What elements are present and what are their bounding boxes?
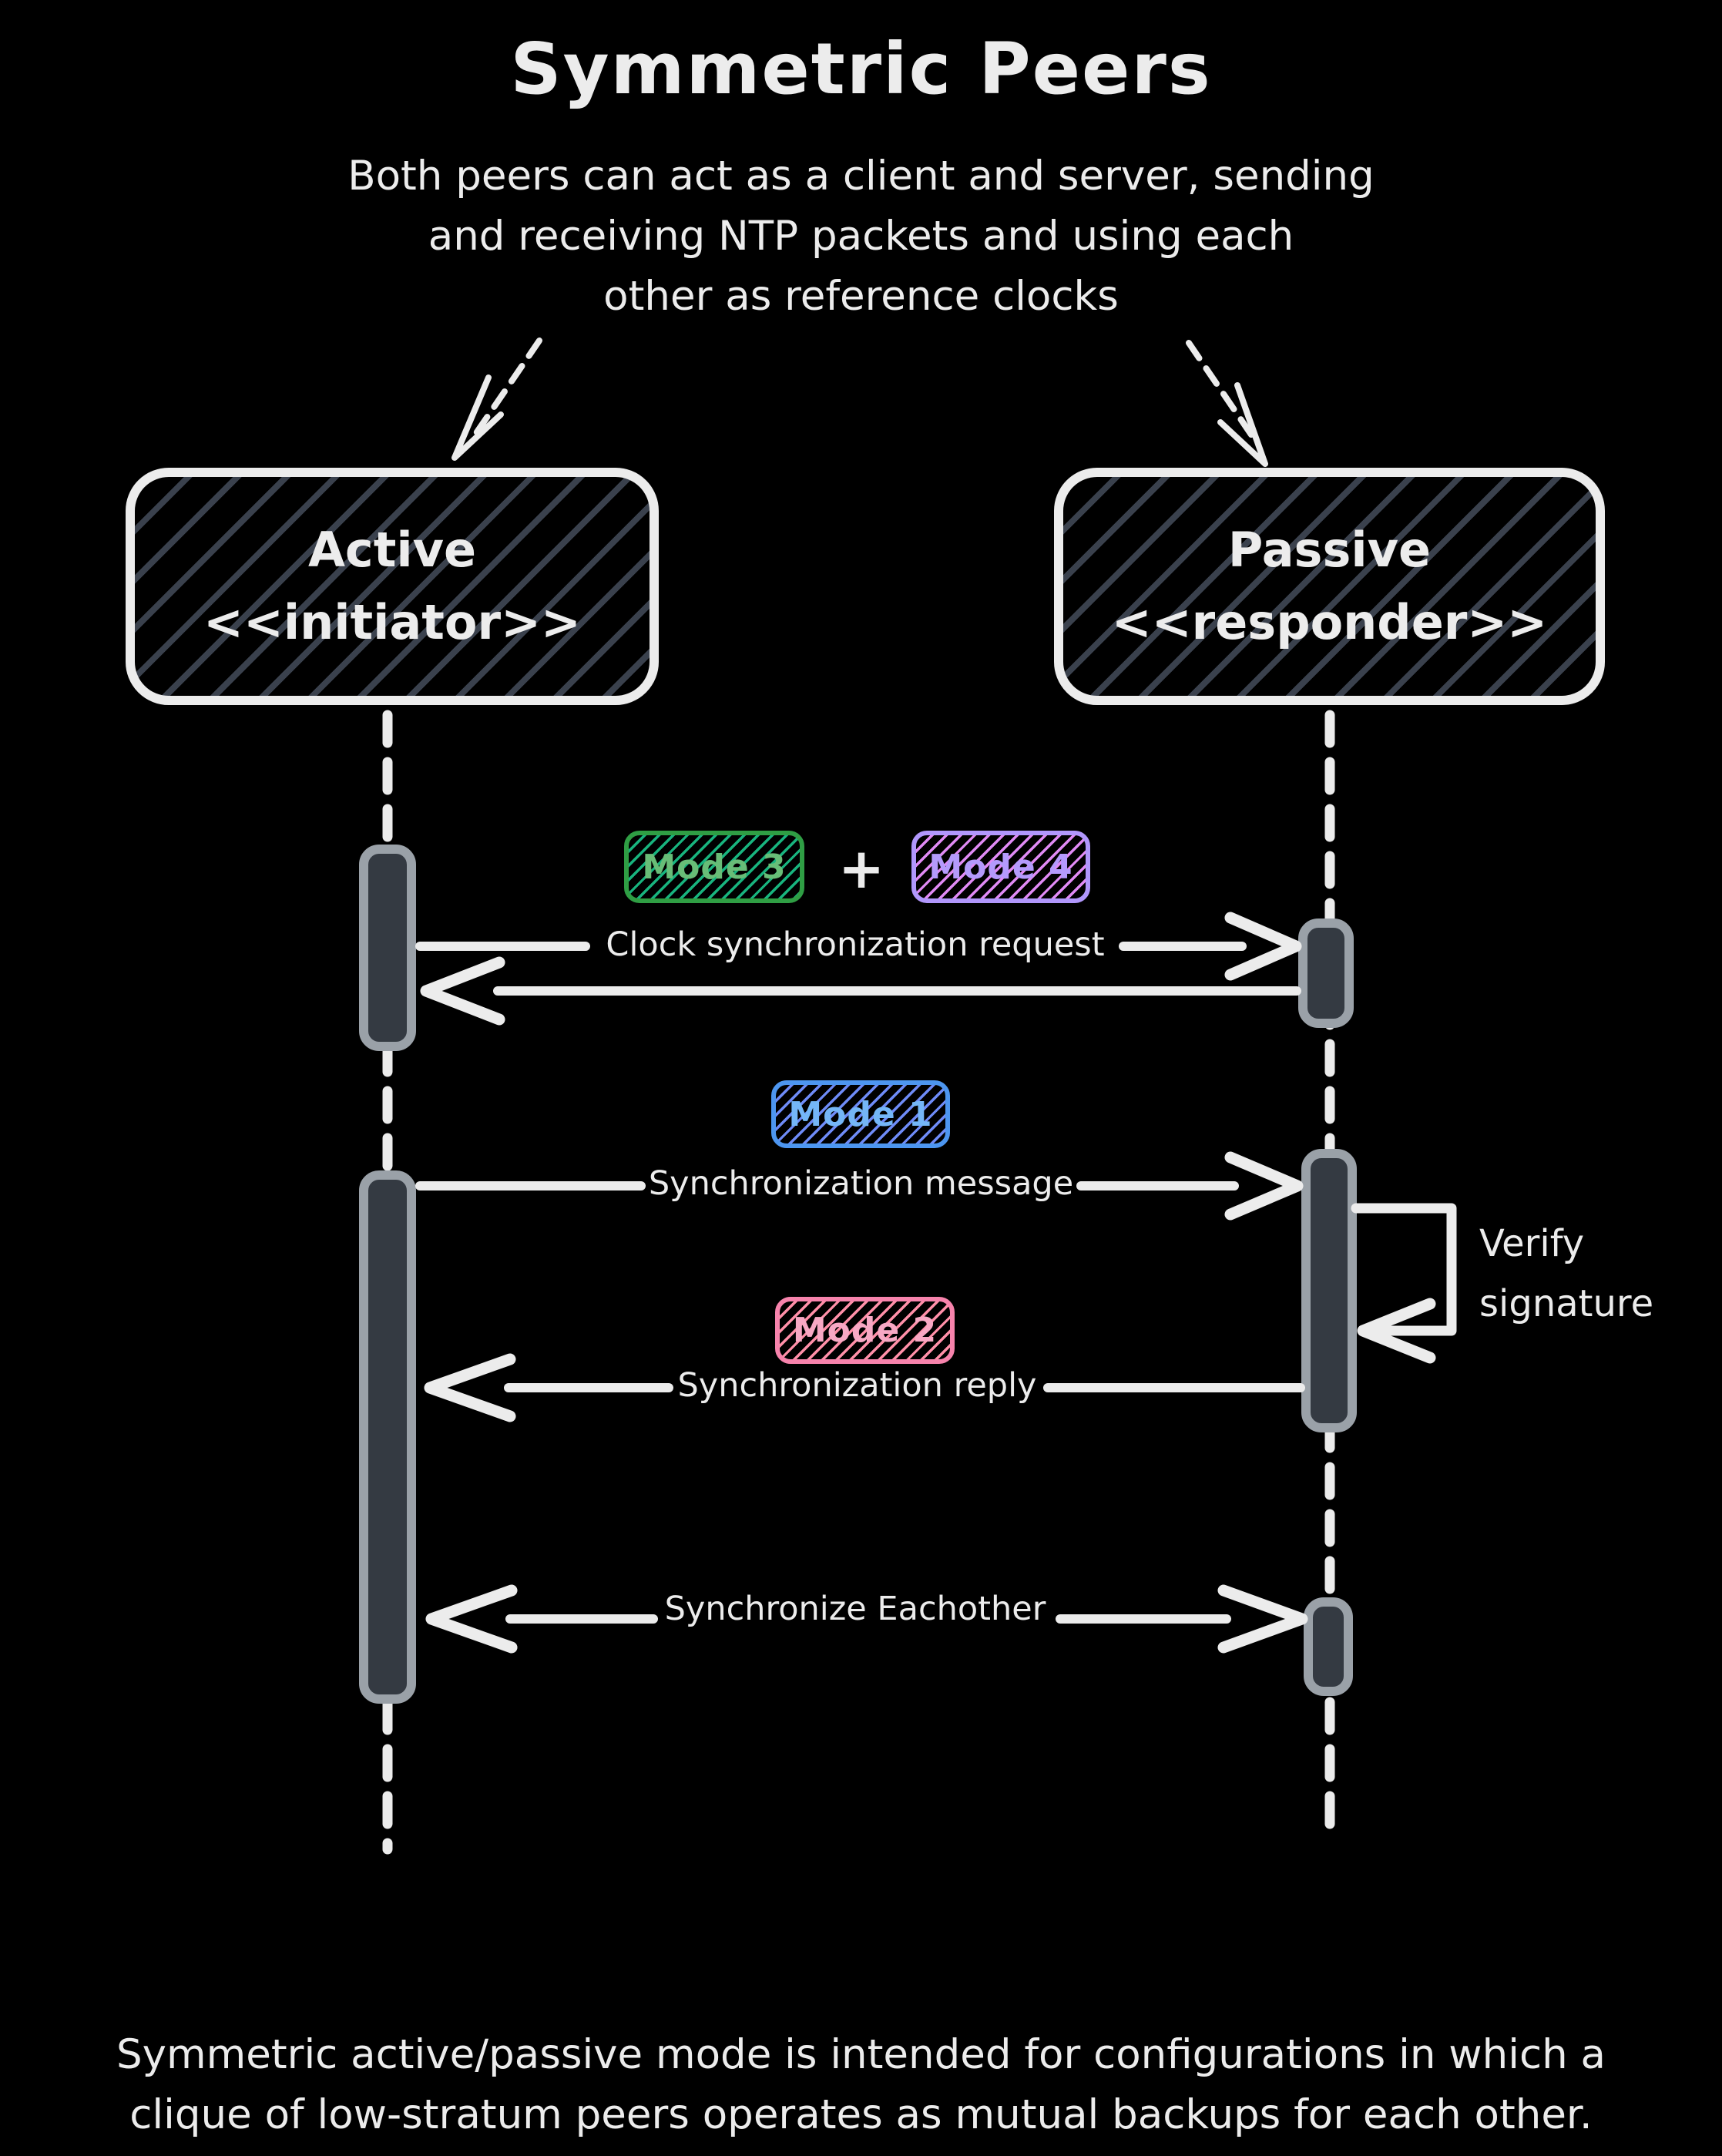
synchronize-eachother-arrow: [425, 1584, 1308, 1654]
subtitle: Both peers can act as a client and serve…: [347, 153, 1375, 320]
badge-mode-2: Mode 2: [775, 1297, 955, 1364]
message-label-sync-reply: Synchronization reply: [677, 1366, 1037, 1405]
badge-mode-1-label: Mode 1: [788, 1094, 933, 1134]
sync-message-arrow: [415, 1151, 1304, 1221]
footer-caption: Symmetric active/passive mode is intende…: [116, 2031, 1606, 2138]
badge-mode-4: Mode 4: [911, 831, 1090, 903]
activation-bar-active-2: [359, 1170, 416, 1704]
pointer-arrow-to-passive: [1186, 340, 1268, 467]
activation-bar-passive-2: [1301, 1149, 1357, 1432]
verify-signature-label: Verify signature: [1479, 1222, 1654, 1325]
actor-passive-name: Passive: [1227, 522, 1432, 578]
badge-mode-4-label: Mode 4: [928, 847, 1073, 887]
request-arrow: [415, 912, 1302, 981]
actor-active-stereotype: <<initiator>>: [203, 594, 581, 650]
badge-mode-2-label: Mode 2: [792, 1311, 938, 1350]
actor-active-name: Active: [307, 522, 477, 578]
badge-mode-1: Mode 1: [771, 1080, 950, 1148]
pointer-arrow-to-active: [451, 338, 542, 461]
activation-bar-active-1: [359, 845, 416, 1051]
badge-mode-3-label: Mode 3: [642, 847, 787, 887]
activation-bar-passive-3: [1304, 1597, 1353, 1696]
message-label-synchronize-eachother: Synchronize Eachother: [664, 1590, 1046, 1628]
verify-signature-self-loop-arrow: [1351, 1203, 1457, 1364]
sync-reply-arrow: [424, 1353, 1305, 1422]
actor-box-passive: Passive <<responder>>: [1054, 468, 1605, 705]
actor-passive-stereotype: <<responder>>: [1111, 594, 1548, 650]
message-label-sync-message: Synchronization message: [648, 1164, 1074, 1203]
message-label-clock-sync-request: Clock synchronization request: [606, 925, 1105, 964]
actor-box-active: Active <<initiator>>: [126, 468, 659, 705]
request-return-arrow: [420, 956, 1301, 1026]
badge-mode-3: Mode 3: [624, 831, 804, 903]
plus-sign: +: [838, 836, 885, 901]
page-title: Symmetric Peers: [510, 28, 1212, 110]
